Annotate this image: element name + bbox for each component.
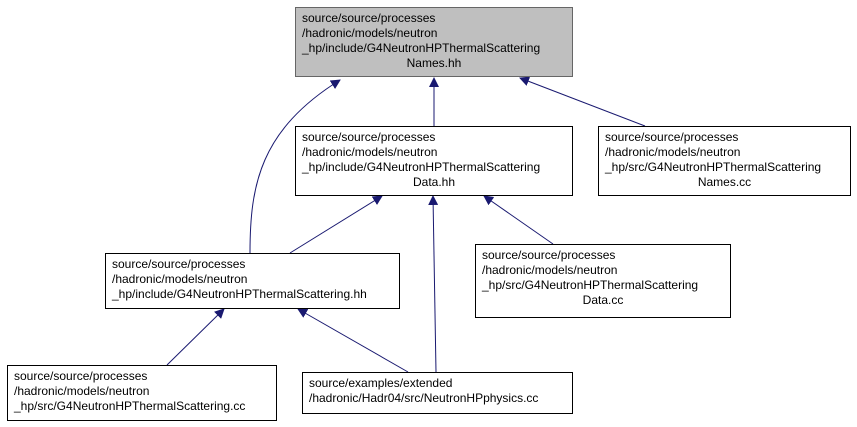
node-line: _hp/src/G4NeutronHPThermalScattering	[482, 278, 699, 292]
node-names-cc[interactable]: source/source/processes /hadronic/models…	[598, 126, 851, 196]
edge-physics-cc-to-data-hh	[428, 195, 439, 373]
node-line: Data.hh	[412, 175, 456, 189]
node-line: source/source/processes	[605, 130, 739, 144]
node-root-names-hh[interactable]: source/source/processes /hadronic/models…	[295, 7, 573, 77]
edge-names-cc-to-root	[519, 76, 646, 127]
node-line: Names.hh	[406, 56, 462, 70]
node-line: Data.cc	[582, 293, 624, 307]
node-data-hh[interactable]: source/source/processes /hadronic/models…	[295, 126, 573, 196]
edge-scattering-hh-to-data-hh	[289, 195, 383, 254]
node-line: source/source/processes	[482, 248, 616, 262]
node-line: /hadronic/models/neutron	[112, 272, 248, 286]
node-line: _hp/include/G4NeutronHPThermalScattering	[302, 41, 541, 55]
edge-data-cc-to-data-hh	[483, 195, 554, 245]
edge-scattering-hh-to-root	[249, 79, 341, 254]
edge-physics-cc-to-scattering-hh	[297, 308, 409, 373]
node-data-cc[interactable]: source/source/processes /hadronic/models…	[475, 244, 731, 318]
node-physics-cc[interactable]: source/examples/extended /hadronic/Hadr0…	[302, 372, 573, 414]
node-line: source/source/processes	[302, 130, 436, 144]
node-line: _hp/src/G4NeutronHPThermalScattering.cc	[14, 399, 246, 413]
node-line: /hadronic/models/neutron	[302, 26, 438, 40]
node-line: _hp/include/G4NeutronHPThermalScattering	[302, 160, 541, 174]
node-scattering-cc[interactable]: source/source/processes /hadronic/models…	[7, 365, 277, 421]
node-line: _hp/src/G4NeutronHPThermalScattering	[605, 160, 822, 174]
node-line: source/source/processes	[112, 257, 246, 271]
node-line: /hadronic/models/neutron	[482, 263, 618, 277]
node-line: source/source/processes	[302, 11, 436, 25]
node-line: /hadronic/models/neutron	[605, 145, 741, 159]
edge-scattering-cc-to-scattering-hh	[166, 308, 225, 366]
node-line: _hp/include/G4NeutronHPThermalScattering…	[112, 287, 367, 301]
node-line: /hadronic/models/neutron	[302, 145, 438, 159]
node-line: source/source/processes	[14, 369, 148, 383]
node-line: Names.cc	[697, 175, 752, 189]
node-line: source/examples/extended	[309, 376, 453, 390]
node-line: /hadronic/models/neutron	[14, 384, 150, 398]
node-scattering-hh[interactable]: source/source/processes /hadronic/models…	[105, 253, 400, 309]
node-line: /hadronic/Hadr04/src/NeutronHPphysics.cc	[309, 391, 539, 405]
